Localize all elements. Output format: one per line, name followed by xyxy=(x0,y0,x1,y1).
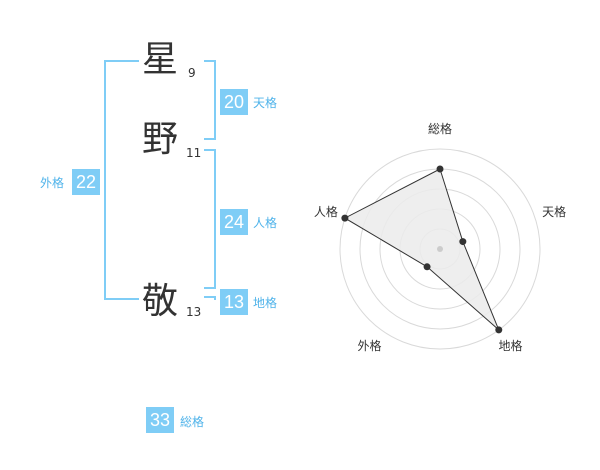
surname-char-1: 星 xyxy=(142,39,179,80)
jinkaku-value: 24 xyxy=(220,209,248,235)
radar-point-3 xyxy=(423,263,431,271)
tenkaku-bracket xyxy=(204,60,216,140)
radar-point-1 xyxy=(459,238,467,246)
given-char-1-strokes: 13 xyxy=(186,305,202,319)
radar-axis-label: 天格 xyxy=(542,204,566,219)
radar-area xyxy=(343,168,500,331)
radar-axis-label: 人格 xyxy=(314,204,338,219)
radar-axis-label: 地格 xyxy=(499,338,523,353)
chikaku-label: 地格 xyxy=(253,296,278,310)
radar-grid-ring xyxy=(339,148,541,350)
chikaku-value: 13 xyxy=(220,289,248,315)
radar-center-dot xyxy=(437,246,443,252)
radar-axis-label: 外格 xyxy=(357,338,381,353)
soukaku-label: 総格 xyxy=(180,415,205,429)
radar-points xyxy=(341,165,503,334)
given-char-1: 敬 xyxy=(142,281,179,322)
radar-point-4 xyxy=(341,214,349,222)
jinkaku-label: 人格 xyxy=(253,216,278,230)
chikaku-bracket xyxy=(204,296,216,300)
radar-point-2 xyxy=(495,326,503,334)
soukaku-value: 33 xyxy=(146,407,174,433)
surname-char-2: 野 xyxy=(142,119,179,160)
gaikaku-label: 外格 xyxy=(40,176,65,190)
tenkaku-value: 20 xyxy=(220,89,248,115)
radar-point-0 xyxy=(436,165,444,173)
tenkaku-label: 天格 xyxy=(253,96,278,110)
surname-char-2-strokes: 11 xyxy=(186,146,202,160)
radar-axis-label: 総格 xyxy=(428,121,452,136)
gaikaku-value: 22 xyxy=(72,169,100,195)
surname-char-1-strokes: 9 xyxy=(188,66,196,80)
outer-bracket xyxy=(104,60,139,300)
jinkaku-bracket xyxy=(204,149,216,289)
